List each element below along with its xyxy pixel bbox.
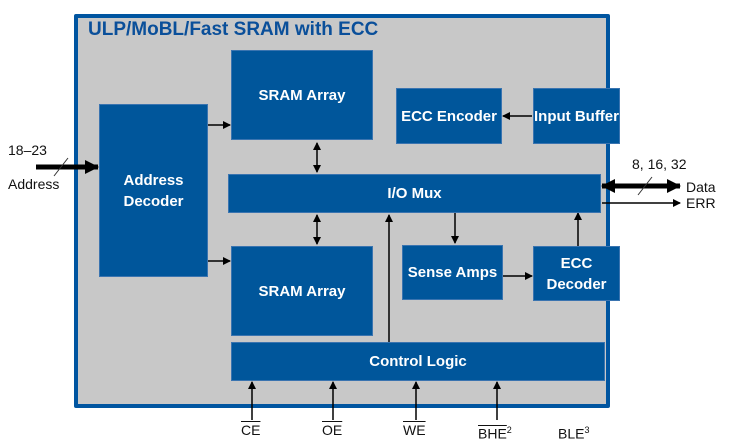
bhe-signal-name: BHE <box>478 425 507 442</box>
data-width-label: 8, 16, 32 <box>632 156 687 172</box>
we-signal-label: WE <box>403 422 426 438</box>
control-logic-block: Control Logic <box>231 342 605 381</box>
ecc-decoder-block: ECC Decoder <box>533 246 620 301</box>
ble-footnote: 3 <box>584 425 590 435</box>
address-label: Address <box>8 176 60 192</box>
address-bus-slash <box>53 157 69 177</box>
err-label: ERR <box>686 195 716 211</box>
data-label: Data <box>686 179 716 195</box>
input-buffer-block: Input Buffer <box>533 88 620 144</box>
address-width-label: 18–23 <box>8 142 47 158</box>
bhe-signal-label: BHE2 <box>478 423 512 442</box>
sram-array-top-block: SRAM Array <box>231 50 373 140</box>
address-decoder-block: Address Decoder <box>99 104 208 277</box>
sram-array-bottom-block: SRAM Array <box>231 246 373 336</box>
data-bus-slash <box>637 176 653 196</box>
bhe-footnote: 2 <box>506 425 512 435</box>
diagram-title: ULP/MoBL/Fast SRAM with ECC <box>88 19 379 40</box>
sense-amps-block: Sense Amps <box>402 245 503 300</box>
io-mux-block: I/O Mux <box>228 174 601 213</box>
ce-signal-label: CE <box>241 422 261 438</box>
ble-signal-name: BLE <box>558 425 585 442</box>
ecc-encoder-block: ECC Encoder <box>396 88 502 144</box>
oe-signal-label: OE <box>322 422 343 438</box>
ble-signal-label: BLE3 <box>558 423 589 442</box>
